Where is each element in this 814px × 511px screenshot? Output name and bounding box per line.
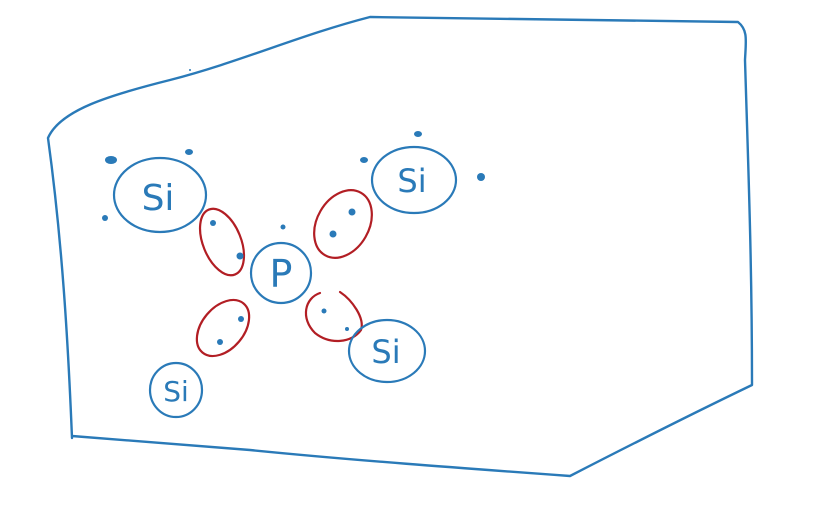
bond-electron xyxy=(210,220,216,226)
electron xyxy=(102,215,108,221)
atom-circle-si-lower-right xyxy=(347,318,427,384)
bond-electron xyxy=(345,327,349,331)
electron xyxy=(477,173,485,181)
bond-electron xyxy=(236,252,244,260)
extra-electron xyxy=(280,224,286,230)
bond-loop-upper-right xyxy=(313,189,373,259)
atoms xyxy=(112,145,458,419)
atom-label-si-lower-right: Si xyxy=(371,333,400,371)
electron xyxy=(185,149,193,155)
atom-circle-phosphorus xyxy=(249,241,313,305)
bond-electron xyxy=(321,308,327,314)
electron xyxy=(360,157,368,163)
electrons xyxy=(102,131,485,345)
bond-loop-lower-left xyxy=(195,298,251,358)
bond-loop-upper-left xyxy=(198,207,246,277)
electron xyxy=(105,156,117,164)
bond-electron xyxy=(238,316,244,322)
atom-circle-si-lower-left xyxy=(148,361,204,419)
atom-label-si-upper-left: Si xyxy=(142,178,175,219)
center-atom-label: P xyxy=(270,252,293,296)
atom-label-si-lower-left: Si xyxy=(163,375,189,408)
bond-pairs xyxy=(195,189,373,358)
bond-electron xyxy=(217,339,223,345)
stray-dot xyxy=(189,69,191,71)
crystal-boundary xyxy=(46,15,754,478)
electron xyxy=(414,131,422,137)
atom-label-si-upper-right: Si xyxy=(397,162,426,200)
bond-electron xyxy=(348,208,356,216)
bond-loop-lower-right xyxy=(304,290,363,342)
bond-electron xyxy=(329,230,337,238)
atom-circle-si-upper-right xyxy=(370,145,458,215)
atom-circle-si-upper-left xyxy=(112,156,208,234)
